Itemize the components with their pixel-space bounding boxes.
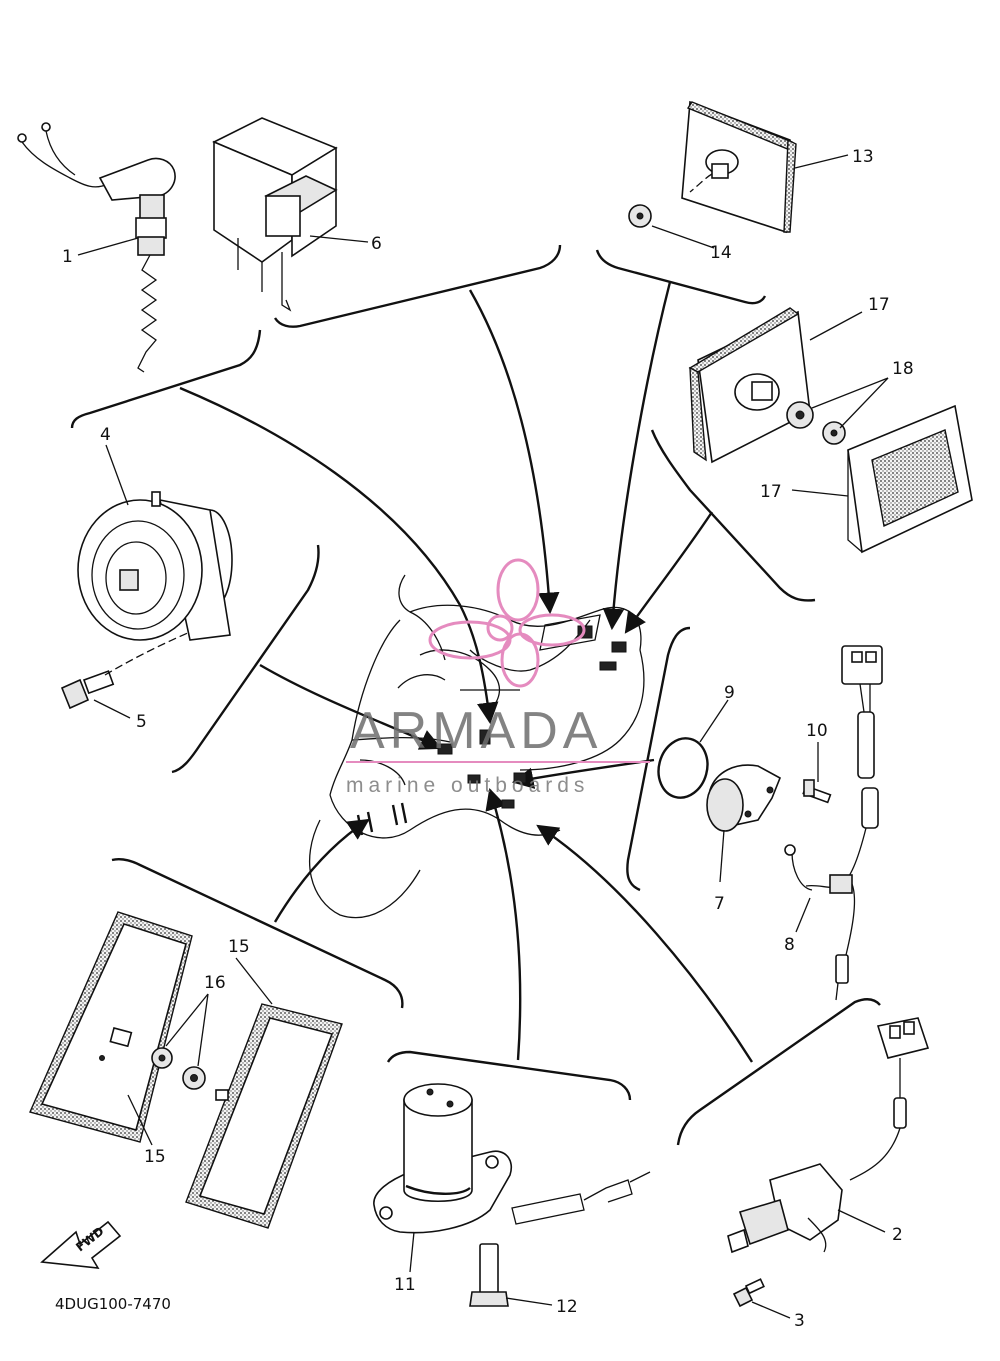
part-7-sensor bbox=[706, 764, 782, 832]
part-12-bolt bbox=[469, 1243, 509, 1307]
part-4-horn bbox=[77, 491, 233, 641]
callout-14: 14 bbox=[710, 243, 732, 263]
part-5-bolt bbox=[60, 631, 191, 710]
part-11-sender bbox=[373, 1083, 651, 1234]
part-17-reflector-lower bbox=[847, 404, 973, 554]
callout-leaders bbox=[77, 154, 889, 1319]
callout-13: 13 bbox=[852, 147, 874, 167]
callout-15-right: 15 bbox=[228, 937, 250, 957]
callout-9: 9 bbox=[724, 683, 735, 703]
part-18-nuts bbox=[786, 401, 846, 445]
callout-labels: 1 2 3 4 5 6 7 8 9 10 11 12 13 14 15 15 1… bbox=[62, 147, 914, 1331]
callout-4: 4 bbox=[100, 425, 111, 445]
callout-11: 11 bbox=[394, 1275, 416, 1295]
armada-logo bbox=[428, 558, 586, 688]
part-10-screw bbox=[802, 779, 832, 804]
callout-18: 18 bbox=[892, 359, 914, 379]
callout-2: 2 bbox=[892, 1225, 903, 1245]
callout-15-left: 15 bbox=[144, 1147, 166, 1167]
callout-8: 8 bbox=[784, 935, 795, 955]
armada-watermark: ARMADA marine outboards bbox=[346, 558, 650, 797]
part-3-screw bbox=[732, 1278, 765, 1308]
callout-16: 16 bbox=[204, 973, 226, 993]
part-16-nuts bbox=[151, 1047, 206, 1090]
part-9-o-ring bbox=[657, 737, 709, 799]
callout-17-lower: 17 bbox=[760, 482, 782, 502]
diagram-code: 4DUG100-7470 bbox=[55, 1295, 171, 1313]
callout-5: 5 bbox=[136, 712, 147, 732]
callout-6: 6 bbox=[371, 234, 382, 254]
callout-12: 12 bbox=[556, 1297, 578, 1317]
callout-3: 3 bbox=[794, 1311, 805, 1331]
leader-lines bbox=[179, 281, 754, 1063]
part-14-nut bbox=[628, 204, 652, 228]
central-frame-assembly bbox=[308, 574, 645, 919]
callout-10: 10 bbox=[806, 721, 828, 741]
watermark-title: ARMADA bbox=[350, 702, 602, 760]
part-6-relay bbox=[212, 117, 338, 312]
callout-1: 1 bbox=[62, 247, 73, 267]
part-15-reflector-left bbox=[29, 911, 193, 1143]
fwd-arrow: FWD bbox=[40, 1220, 122, 1269]
watermark-subtitle: marine outboards bbox=[346, 774, 589, 797]
part-1-switch bbox=[17, 122, 176, 373]
part-15-reflector-right bbox=[185, 1003, 343, 1229]
group-brackets bbox=[70, 244, 881, 1146]
part-17-reflector-upper bbox=[688, 307, 811, 464]
part-8-lead bbox=[784, 645, 883, 1001]
callout-7: 7 bbox=[714, 894, 725, 914]
part-2-switch bbox=[727, 1017, 930, 1254]
part-13-reflector bbox=[681, 100, 797, 234]
callout-17-upper: 17 bbox=[868, 295, 890, 315]
